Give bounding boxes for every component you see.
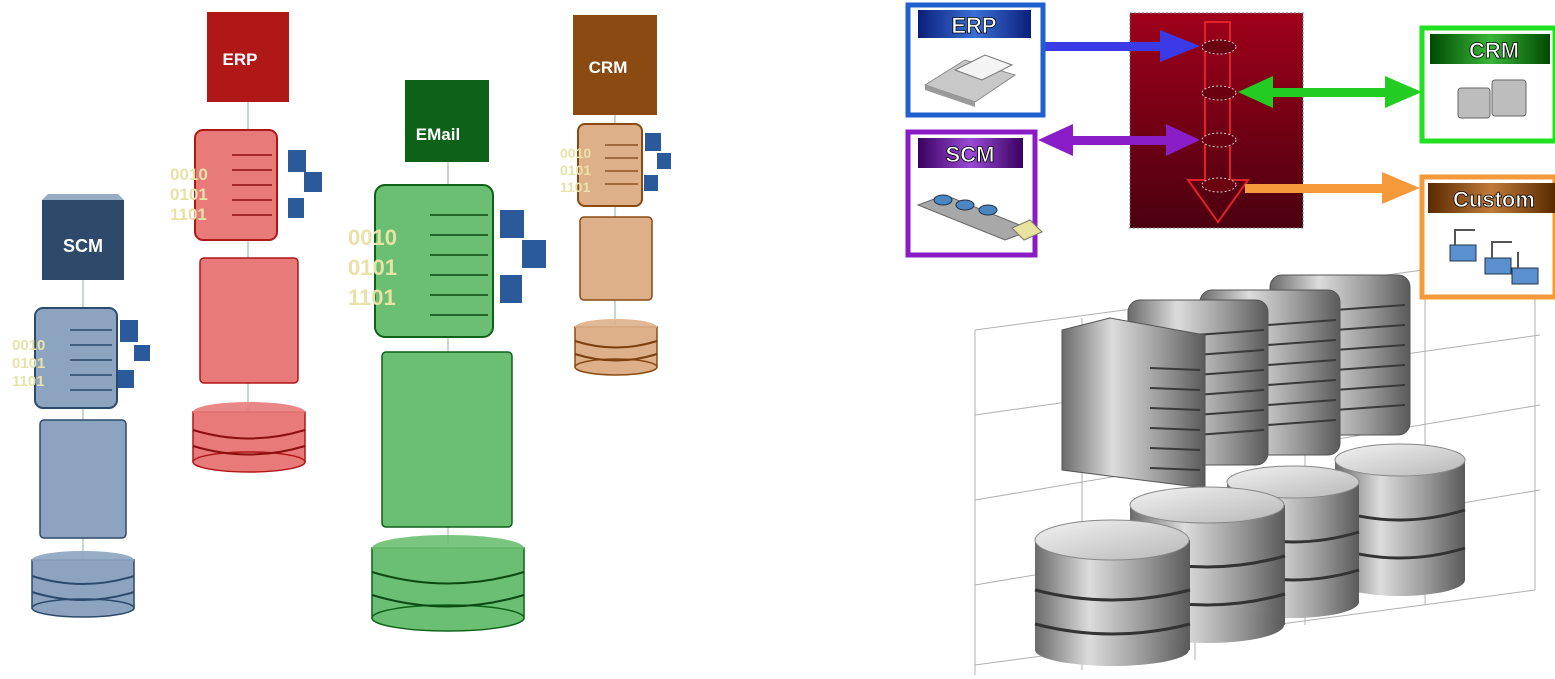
- erp-binary: 0010 0101 1101: [170, 165, 208, 224]
- svg-text:0010: 0010: [560, 145, 591, 161]
- erp-app-block: [207, 12, 289, 102]
- email-app-label: EMail: [416, 125, 460, 144]
- scm-box: SCM: [905, 129, 1043, 258]
- crm-box: CRM: [1419, 25, 1555, 144]
- svg-text:1101: 1101: [348, 285, 396, 310]
- scm-cube-icons: [118, 320, 150, 388]
- svg-text:0101: 0101: [12, 355, 45, 372]
- svg-text:0010: 0010: [348, 225, 397, 250]
- crm-stack: CRM 0010 0101 1101: [560, 15, 671, 376]
- erp-cube-icons: [288, 150, 322, 218]
- erp-arrow: [1045, 30, 1200, 62]
- scm-database: [31, 551, 135, 618]
- email-server-lines: [430, 214, 488, 316]
- svg-text:0101: 0101: [560, 162, 591, 178]
- scm-binary: 0010 0101 1101: [12, 337, 45, 390]
- server-cluster: [1061, 274, 1411, 489]
- svg-text:0101: 0101: [170, 185, 208, 204]
- database-1: [1034, 519, 1191, 666]
- crm-box-label: CRM: [1469, 38, 1519, 63]
- svg-text:0010: 0010: [170, 165, 208, 184]
- crm-database: [574, 319, 658, 376]
- scm-stack: SCM 0010 0101 1101: [12, 194, 150, 618]
- svg-text:0010: 0010: [12, 337, 45, 354]
- svg-text:1101: 1101: [170, 205, 207, 224]
- erp-box: ERP: [905, 2, 1046, 118]
- email-cube-icons: [500, 210, 546, 303]
- custom-box: Custom: [1419, 174, 1555, 300]
- scm-app-server: [34, 307, 118, 409]
- erp-box-label: ERP: [951, 13, 996, 38]
- server-1: [1061, 317, 1206, 489]
- svg-text:0101: 0101: [348, 255, 397, 280]
- email-binary: 0010 0101 1101: [348, 225, 397, 310]
- erp-db-server: [199, 257, 299, 384]
- scm-box-label: SCM: [946, 142, 995, 167]
- custom-box-label: Custom: [1453, 187, 1535, 212]
- erp-stack: ERP 0010 0101 1101: [170, 12, 322, 473]
- email-app-block: [405, 80, 489, 162]
- erp-database: [192, 402, 306, 473]
- crm-server-lines: [605, 144, 638, 185]
- crm-cube-icons: [644, 133, 671, 191]
- scm-app-label: SCM: [63, 236, 103, 256]
- crm-arrow: [1238, 76, 1422, 108]
- crm-db-server: [579, 216, 653, 301]
- custom-network-icon: [1449, 229, 1539, 285]
- crm-app-block: [573, 15, 657, 115]
- erp-device-icon: [923, 54, 1017, 107]
- connection-arrows: [1038, 30, 1422, 204]
- svg-text:1101: 1101: [12, 373, 45, 390]
- scm-app-block: [42, 200, 124, 280]
- crm-phones-icon: [1457, 79, 1527, 119]
- email-db-server: [381, 351, 513, 528]
- erp-server-lines: [232, 154, 272, 216]
- svg-text:1101: 1101: [560, 179, 591, 195]
- email-database: [371, 535, 525, 632]
- integration-hub-diagram: ERP SCM CRM: [905, 2, 1555, 675]
- crm-app-label: CRM: [589, 58, 628, 77]
- crm-binary: 0010 0101 1101: [560, 145, 591, 195]
- silo-stacks: SCM 0010 0101 1101: [12, 12, 671, 632]
- email-stack: EMail 0010 0101 1101: [348, 80, 546, 632]
- hub-ports: [1201, 39, 1237, 193]
- email-app-server: [374, 184, 494, 338]
- database-cluster: [1034, 443, 1466, 666]
- scm-db-server: [39, 419, 127, 539]
- conveyor-icon: [916, 194, 1043, 241]
- scm-server-lines: [70, 329, 112, 391]
- erp-app-label: ERP: [223, 50, 258, 69]
- custom-arrow: [1245, 172, 1420, 204]
- scm-arrow: [1038, 124, 1200, 156]
